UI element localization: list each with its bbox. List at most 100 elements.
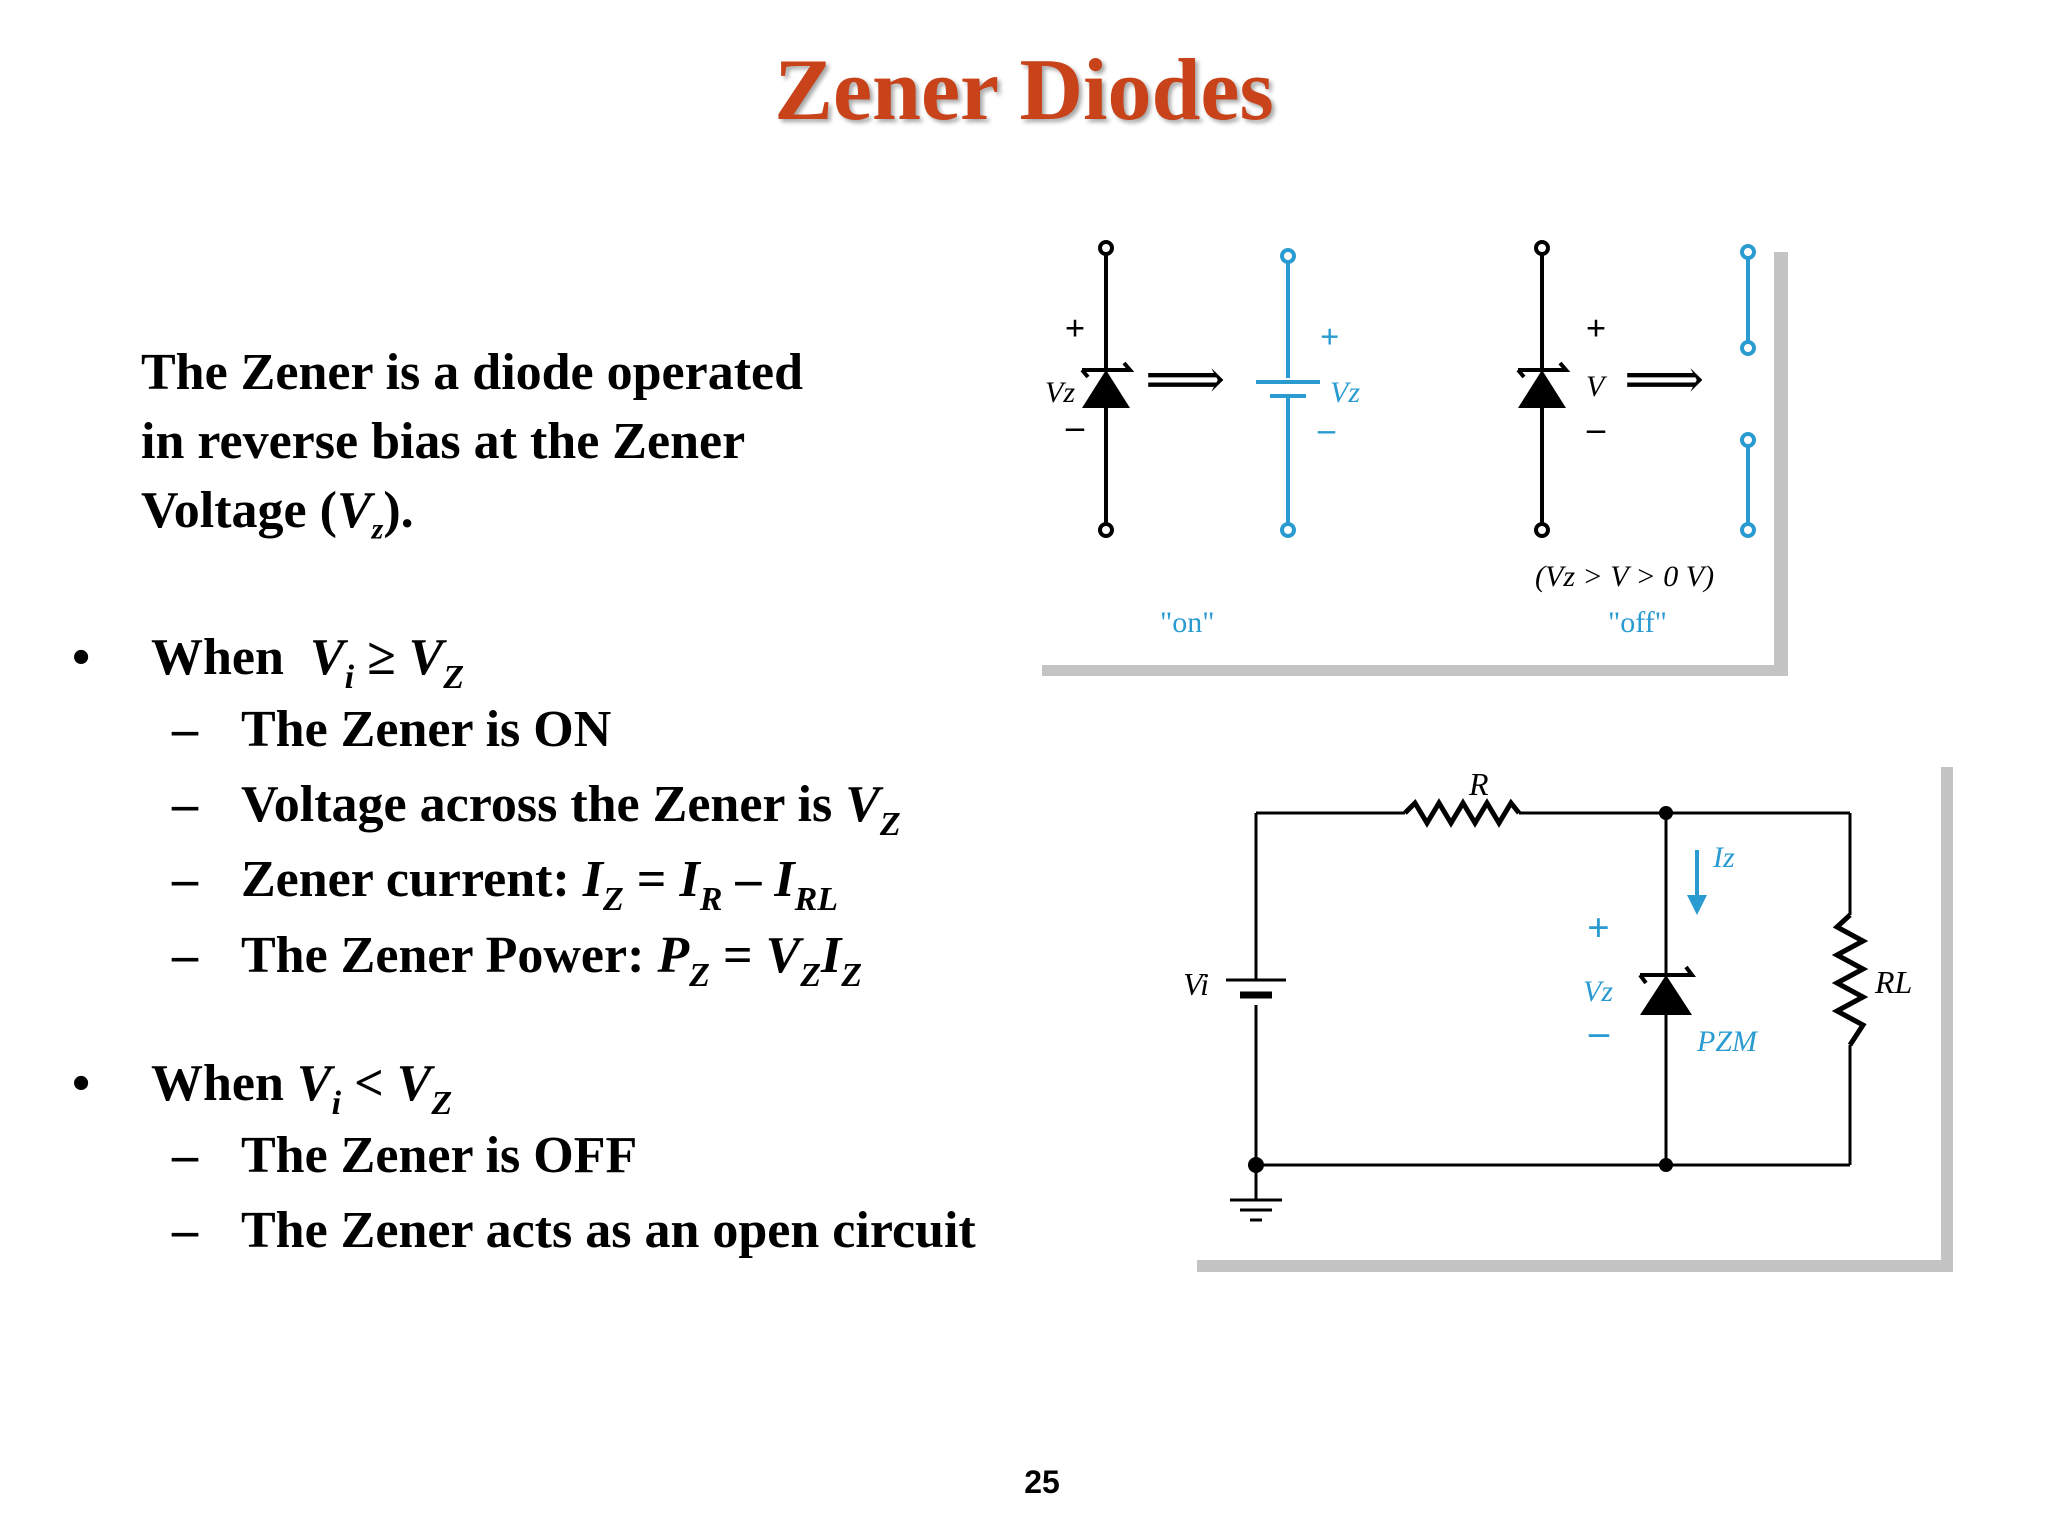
iz-label: Iz xyxy=(1712,841,1735,874)
intro-var-sub: z xyxy=(371,512,384,546)
item-zener-current: Zener current: IZ = IR – IRL xyxy=(241,850,838,918)
dash-1-4: – xyxy=(172,927,198,984)
zener-diode xyxy=(1638,965,1696,985)
bullet-1-heading: When Vi ≥ VZ xyxy=(151,628,464,696)
diagram2-panel xyxy=(1185,755,1941,1260)
bullet-2-cond-op: < xyxy=(341,1055,397,1112)
item-power-v: V xyxy=(765,927,801,984)
item-current-i1: I xyxy=(582,851,604,908)
slide-title: Zener Diodes xyxy=(774,42,1274,139)
bullet-1-cond-sub-z: Z xyxy=(443,659,465,696)
item-current-s1: Z xyxy=(603,881,624,918)
item-current-eq: = xyxy=(623,851,680,908)
dash-1-3: – xyxy=(172,851,198,908)
zener-symbol-right xyxy=(1516,240,1571,538)
resistor-r xyxy=(1403,798,1521,828)
dash-1-2: – xyxy=(172,776,198,833)
zener-regulator-circuit: R Iz Vi + Vz – PZM RL xyxy=(1185,755,1953,1272)
item-current-s2: R xyxy=(699,881,723,918)
item-voltage-across: Voltage across the Zener is VZ xyxy=(241,775,901,843)
battery-vi xyxy=(1226,978,1286,999)
bullet-2-cond-v: V xyxy=(296,1055,332,1112)
item-power-ps: Z xyxy=(689,957,710,994)
intro-paragraph: The Zener is a diode operated in reverse… xyxy=(141,338,901,563)
item-current-minus: – xyxy=(722,851,775,908)
item-zener-on: The Zener is ON xyxy=(241,701,612,758)
dash-2-2: – xyxy=(172,1202,198,1259)
vz-left-label: Vz xyxy=(1045,376,1075,409)
battery-equivalent xyxy=(1256,248,1320,538)
bullet-1-label: When xyxy=(151,629,297,686)
zener-triangle-right xyxy=(1518,370,1566,408)
bullet-1-marker: • xyxy=(72,629,91,686)
arrow-off: ⟹ xyxy=(1624,349,1704,411)
circuit-wires xyxy=(1230,811,1852,1222)
item-open-circuit: The Zener acts as an open circuit xyxy=(241,1202,976,1259)
vz-on-label: Vz xyxy=(1330,376,1360,409)
item-current-i3: I xyxy=(774,851,795,908)
intro-line-1: The Zener is a diode operated xyxy=(141,344,804,401)
item-current-i2: I xyxy=(679,851,700,908)
pzm-label: PZM xyxy=(1696,1025,1759,1058)
item-current-text: Zener current: xyxy=(241,851,583,908)
item-power-text: The Zener Power: xyxy=(241,927,658,984)
diagram1-panel xyxy=(1030,240,1774,665)
vz-minus: – xyxy=(1588,1009,1610,1054)
bullet-1-cond-op: ≥ xyxy=(354,629,409,686)
v-off-label: V xyxy=(1586,370,1608,403)
r-label: R xyxy=(1468,766,1489,802)
bullet-2-marker: • xyxy=(72,1055,91,1112)
resistor-rl xyxy=(1831,913,1869,1047)
vi-label: Vi xyxy=(1185,966,1209,1002)
intro-line-2: in reverse bias at the Zener xyxy=(141,413,746,470)
bullet-1-cond-v: V xyxy=(309,629,345,686)
zener-triangle xyxy=(1640,975,1692,1015)
item-current-s3: RL xyxy=(794,881,839,918)
minus-right: – xyxy=(1586,408,1606,448)
item-power-i: I xyxy=(821,927,842,984)
zener-symbol-left xyxy=(1080,240,1135,538)
intro-line-3-prefix: Voltage ( xyxy=(141,482,337,539)
bullet-1-cond-sub-i: i xyxy=(344,659,355,696)
zener-triangle-left xyxy=(1082,370,1130,408)
bullet-1-cond-v2: V xyxy=(408,629,444,686)
page-number: 25 xyxy=(1024,1464,1060,1500)
item-zener-power: The Zener Power: PZ = VZIZ xyxy=(241,926,862,994)
plus-left: + xyxy=(1065,308,1086,348)
node-bottom xyxy=(1659,1158,1673,1172)
item-voltage-text: Voltage across the Zener is xyxy=(241,776,846,833)
bullet-2-cond-v2: V xyxy=(396,1055,432,1112)
rl-label: RL xyxy=(1874,964,1912,1000)
intro-var: V xyxy=(336,482,372,539)
arrow-on: ⟹ xyxy=(1145,349,1225,411)
intro-line-3: Voltage (Vz). xyxy=(141,476,901,563)
minus-left: – xyxy=(1065,406,1085,446)
bullet-2-heading: When Vi < VZ xyxy=(151,1054,452,1122)
vz-label: Vz xyxy=(1583,975,1613,1008)
item-power-eq: = xyxy=(709,927,766,984)
iz-arrow xyxy=(1687,850,1707,915)
intro-line-3-suffix: ). xyxy=(383,482,414,539)
item-power-p: P xyxy=(657,927,690,984)
item-zener-off: The Zener is OFF xyxy=(241,1127,638,1184)
dash-2-1: – xyxy=(172,1127,198,1184)
plus-on: + xyxy=(1320,319,1339,356)
node-ground xyxy=(1248,1157,1264,1173)
item-voltage-sub: Z xyxy=(879,806,901,843)
dash-1-1: – xyxy=(172,701,198,758)
plus-right: + xyxy=(1586,308,1607,348)
bullet-2-cond-sub-i: i xyxy=(331,1085,342,1122)
item-voltage-v: V xyxy=(845,776,880,833)
bullet-2-cond-sub-z: Z xyxy=(431,1085,453,1122)
item-power-vs: Z xyxy=(800,957,822,994)
off-condition: (Vz > V > 0 V) xyxy=(1535,560,1714,593)
node-top xyxy=(1659,806,1673,820)
off-label: "off" xyxy=(1608,606,1667,639)
item-power-is: Z xyxy=(841,957,863,994)
bullet-2-label: When xyxy=(151,1055,297,1112)
on-label: "on" xyxy=(1160,606,1215,639)
open-circuit-equivalent xyxy=(1740,244,1756,538)
minus-on: – xyxy=(1317,411,1336,448)
vz-plus: + xyxy=(1587,905,1610,950)
zener-equivalent-diagram: + – Vz ⟹ + – Vz + – V ⟹ (Vz > V > 0 V) "… xyxy=(1030,240,1788,676)
